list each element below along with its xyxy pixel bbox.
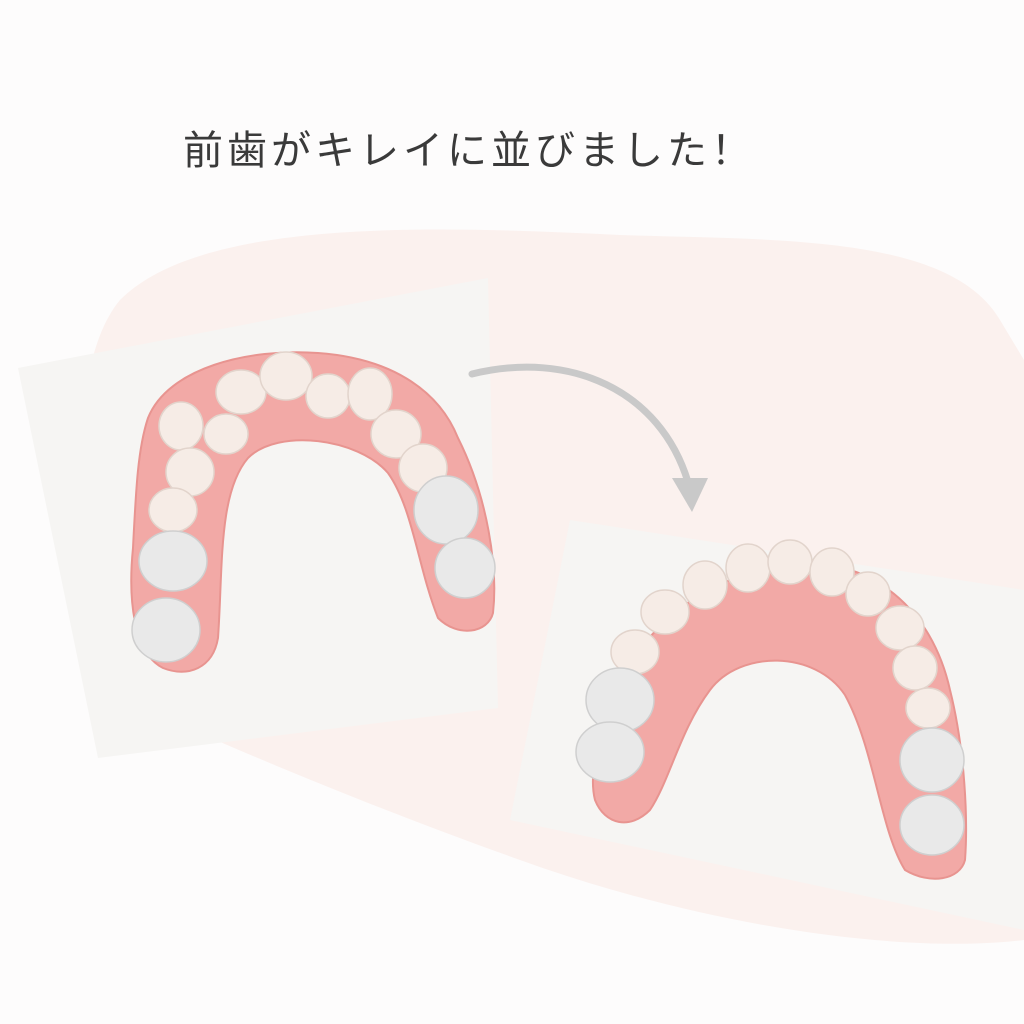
- aligned-teeth-arch-icon: [510, 520, 1024, 930]
- after-teeth-card: [510, 490, 1024, 960]
- curved-arrow-icon: [468, 363, 708, 512]
- headline-text: 前歯がキレイに並びました！: [183, 128, 755, 174]
- before-teeth-card: [18, 268, 518, 768]
- crooked-teeth-arch-icon: [18, 278, 498, 758]
